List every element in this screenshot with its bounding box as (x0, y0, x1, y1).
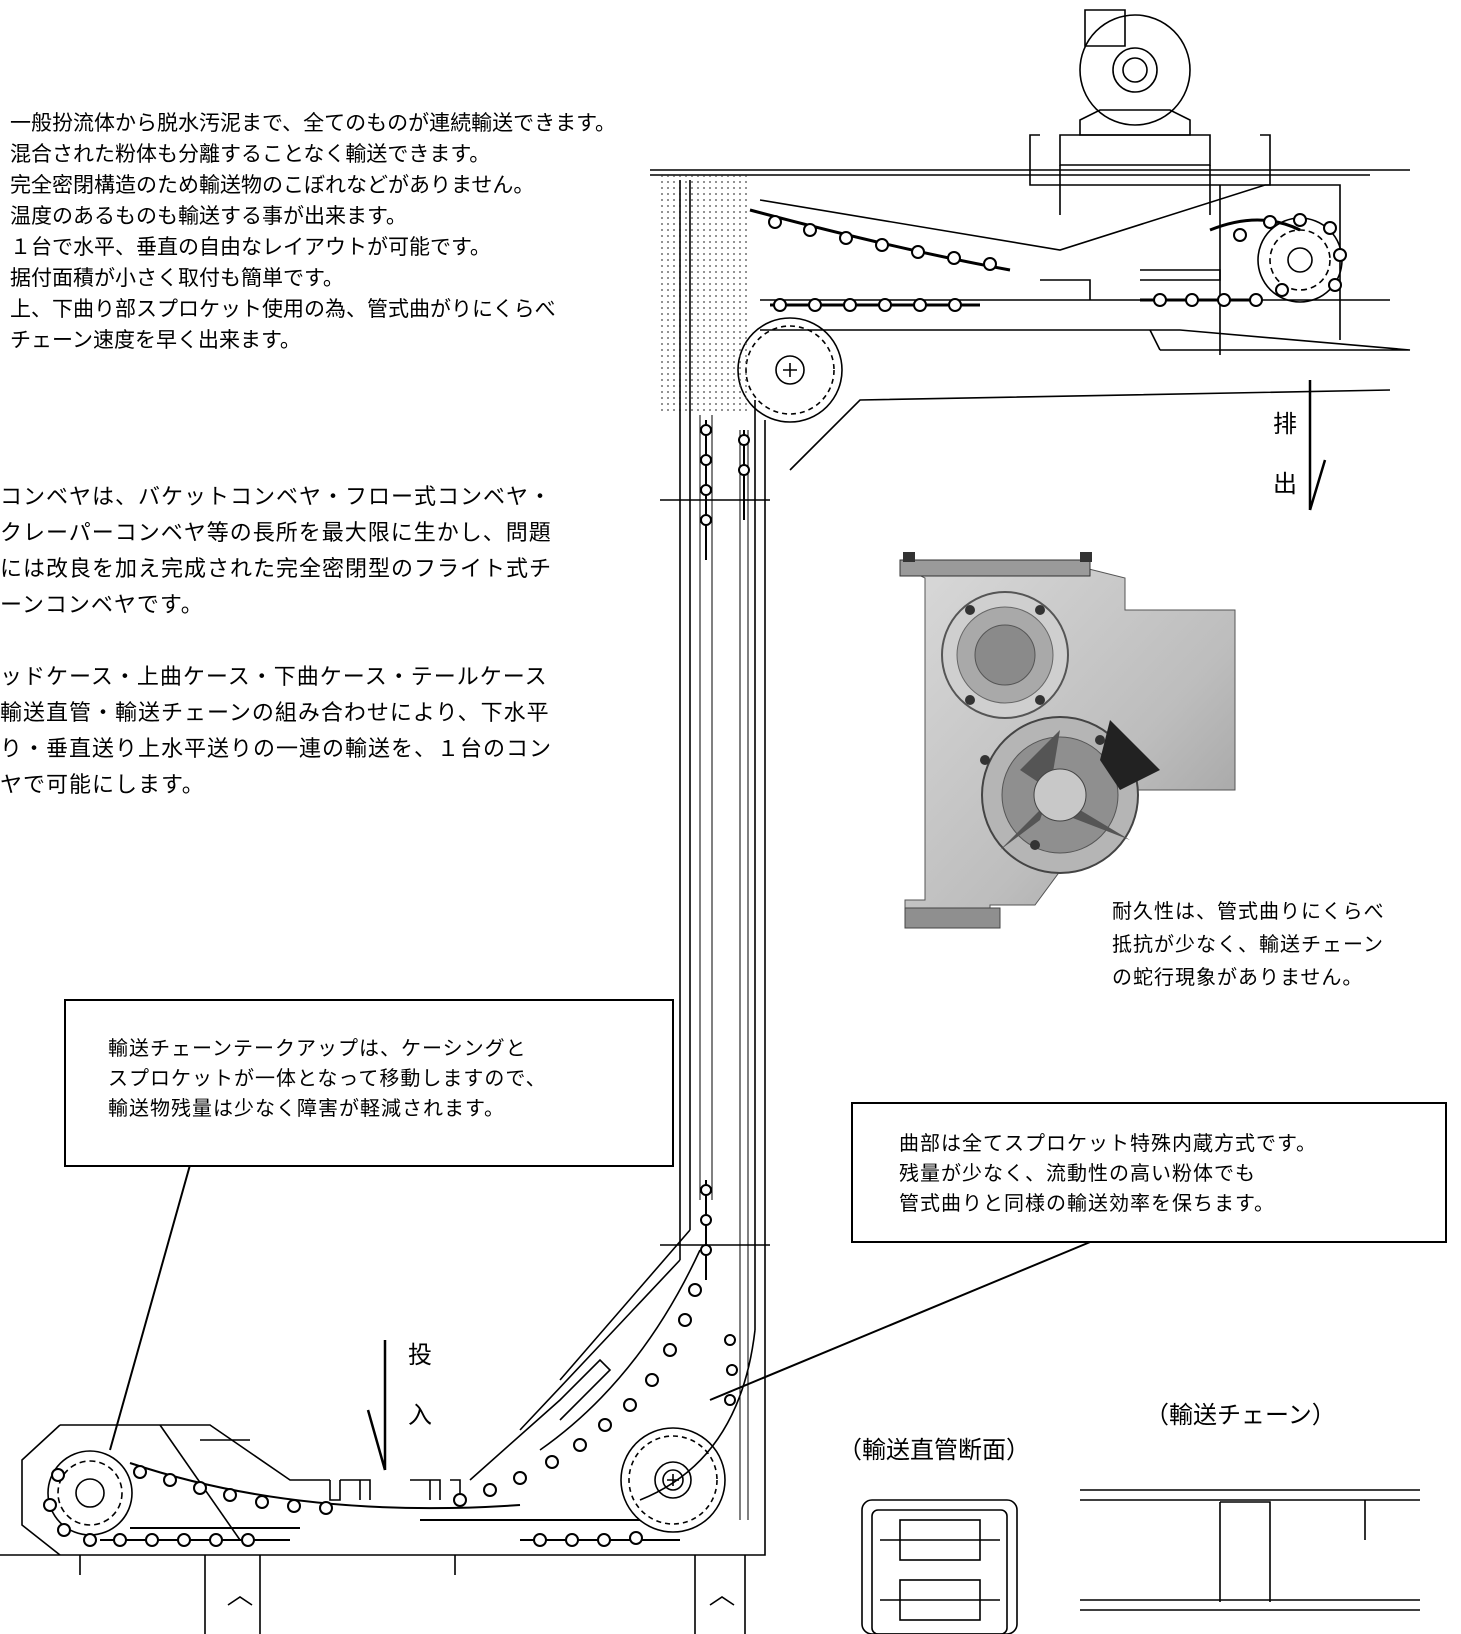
chain-rollers (43, 213, 1347, 1547)
feature-item: 据付面積が小さく取付も簡単です。 (10, 266, 344, 290)
callout-line: 残量が少なく、流動性の高い粉体でも (899, 1161, 1256, 1185)
callout-line: 輸送チェーンテークアップは、ケーシングと (108, 1036, 527, 1060)
note-line: 抵抗が少なく、輸送チェーン (1112, 932, 1384, 956)
head-chain (749, 208, 1301, 307)
feature-item: 一般扮流体から脱水汚泥まで、全てのものが連続輸送できます。 (10, 111, 617, 135)
description-line: 輸送直管・輸送チェーンの組み合わせにより、下水平 (0, 701, 550, 726)
drive-motor (1029, 9, 1271, 215)
lower-bend-sprocket (620, 1427, 726, 1533)
chain-section-drawing (1080, 1489, 1420, 1611)
pipe-section-label: （輸送直管断面） (838, 1436, 1030, 1464)
input-char: 投 (408, 1341, 432, 1369)
feature-item: チェーン速度を早く出来ます。 (10, 328, 301, 352)
description-line: り・垂直送り上水平送りの一連の輸送を、１台のコン (0, 737, 553, 762)
durability-note: 耐久性は、管式曲りにくらべ 抵抗が少なく、輸送チェーン の蛇行現象がありません。 (1112, 895, 1385, 994)
input-char: 入 (408, 1401, 432, 1429)
description-line: コンベヤは、バケットコンベヤ・フロー式コンベヤ・ (0, 485, 553, 510)
feature-item: 混合された粉体も分離することなく輸送できます。 (10, 142, 491, 166)
callout-line: 曲部は全てスプロケット特殊内蔵方式です。 (899, 1131, 1317, 1155)
feature-item: １台で水平、垂直の自由なレイアウトが可能です。 (10, 235, 491, 259)
note-line: 耐久性は、管式曲りにくらべ (1112, 899, 1385, 923)
description-paragraph-2: ッドケース・上曲ケース・下曲ケース・テールケース 輸送直管・輸送チェーンの組み合… (0, 660, 552, 804)
note-line: の蛇行現象がありません。 (1112, 965, 1364, 989)
discharge-char: 出 (1273, 470, 1297, 498)
lower-bend (0, 1229, 766, 1556)
description-line: には改良を加え完成された完全密閉型のフライト式チ (0, 557, 553, 582)
callout-line: 輸送物残量は少なく障害が軽減されます。 (108, 1096, 505, 1120)
feature-list: 一般扮流体から脱水汚泥まで、全てのものが連続輸送できます。 混合された粉体も分離… (10, 108, 616, 356)
bend-callout-box: 曲部は全てスプロケット特殊内蔵方式です。 残量が少なく、流動性の高い粉体でも 管… (851, 1102, 1447, 1243)
callout-line: 管式曲りと同様の輸送効率を保ちます。 (899, 1191, 1275, 1215)
discharge-char: 排 (1273, 410, 1297, 438)
input-label: 投 入 (405, 1325, 435, 1445)
callout-line: スプロケットが一体となって移動しますので、 (108, 1066, 547, 1090)
lower-chain (100, 1462, 680, 1541)
vertical-pipe (660, 180, 1391, 1540)
chain-label: （輸送チェーン） (1145, 1401, 1336, 1429)
description-paragraph-1: コンベヤは、バケットコンベヤ・フロー式コンベヤ・ クレーパーコンベヤ等の長所を最… (0, 480, 552, 624)
tail-sprocket (47, 1450, 133, 1536)
feature-item: 完全密閉構造のため輸送物のこぼれなどがありません。 (10, 173, 535, 197)
head-case-photo (899, 552, 1236, 929)
description-line: ッドケース・上曲ケース・下曲ケース・テールケース (0, 665, 548, 690)
discharge-label: 排 出 (1270, 394, 1300, 514)
head-case (650, 169, 1411, 355)
pipe-section-drawing (861, 1499, 1018, 1634)
description-line: クレーパーコンベヤ等の長所を最大限に生かし、問題 (0, 521, 552, 546)
tail-case (21, 1358, 612, 1556)
description-line: ーンコンベヤです。 (0, 593, 204, 618)
takeup-callout-box: 輸送チェーンテークアップは、ケーシングと スプロケットが一体となって移動しますの… (64, 999, 674, 1167)
description-line: ヤで可能にします。 (0, 773, 205, 798)
feature-item: 上、下曲り部スプロケット使用の為、管式曲がりにくらべ (10, 297, 556, 321)
upper-bend-sprocket (737, 317, 843, 423)
feature-item: 温度のあるものも輸送する事が出来ます。 (10, 204, 407, 228)
